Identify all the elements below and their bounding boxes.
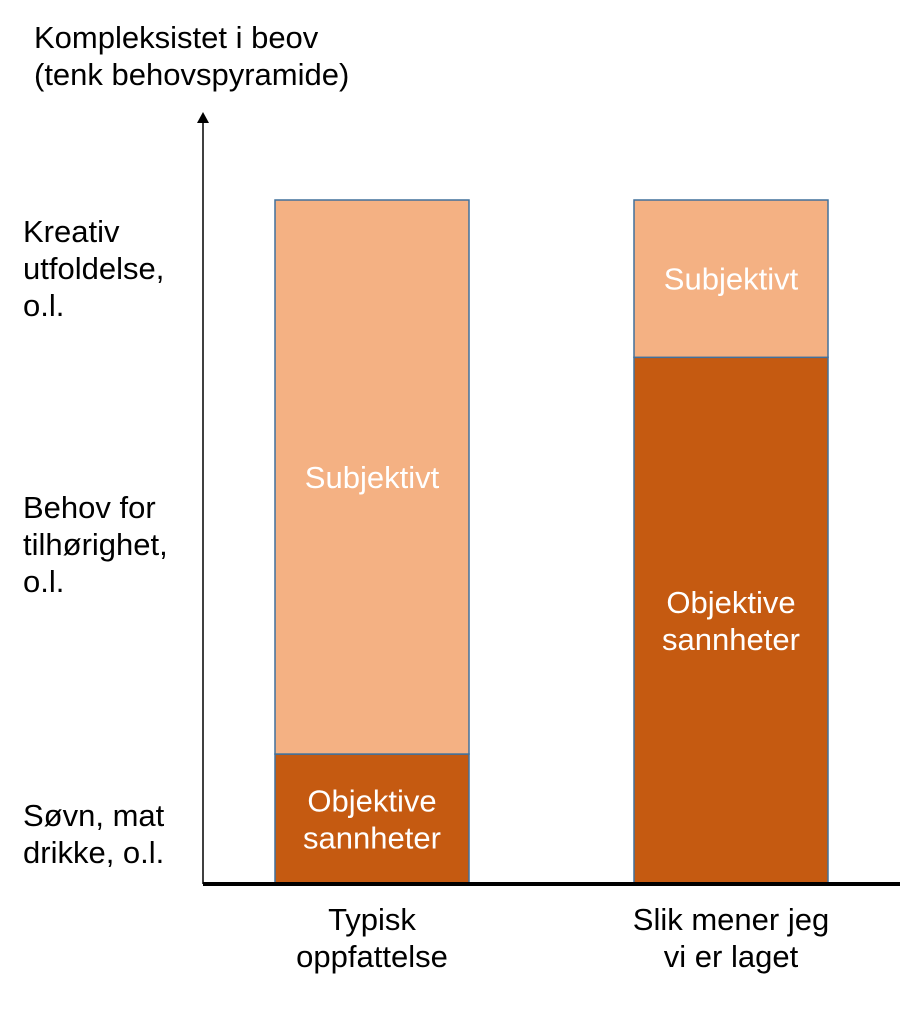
segment-label-line: Subjektivt bbox=[664, 262, 799, 297]
y-axis-title: Kompleksistet i beov(tenk behovspyramide… bbox=[34, 20, 349, 92]
y-tick-label-line: utfoldelse, bbox=[23, 251, 164, 286]
y-tick-label-line: Kreativ bbox=[23, 214, 120, 249]
y-tick-label-line: Søvn, mat bbox=[23, 798, 165, 833]
y-tick-label-line: tilhørighet, bbox=[23, 527, 168, 562]
y-tick-label-line: Behov for bbox=[23, 490, 156, 525]
y-tick-label-line: o.l. bbox=[23, 564, 64, 599]
y-axis-title-line: Kompleksistet i beov bbox=[34, 20, 319, 55]
x-tick-label-line: Slik mener jeg bbox=[633, 902, 829, 937]
x-tick-label-line: vi er laget bbox=[664, 939, 799, 974]
segment-label-line: sannheter bbox=[303, 821, 441, 856]
bar-segment bbox=[274, 753, 470, 885]
bar-segment bbox=[274, 199, 470, 755]
y-axis-arrow-icon bbox=[197, 112, 209, 123]
segment-label: Subjektivt bbox=[664, 262, 799, 297]
bar-segment bbox=[633, 356, 829, 885]
segment-label-line: sannheter bbox=[662, 622, 800, 657]
x-tick-label-line: Typisk bbox=[328, 902, 416, 937]
segment-label-line: Subjektivt bbox=[305, 460, 440, 495]
segment-label-line: Objektive bbox=[666, 585, 795, 620]
segment-label: Subjektivt bbox=[305, 460, 440, 495]
y-axis-title-line: (tenk behovspyramide) bbox=[34, 57, 349, 92]
x-tick-label-line: oppfattelse bbox=[296, 939, 448, 974]
y-tick-label-line: drikke, o.l. bbox=[23, 835, 164, 870]
bar-segment bbox=[633, 199, 829, 359]
y-tick-label-line: o.l. bbox=[23, 288, 64, 323]
segment-label-line: Objektive bbox=[307, 784, 436, 819]
